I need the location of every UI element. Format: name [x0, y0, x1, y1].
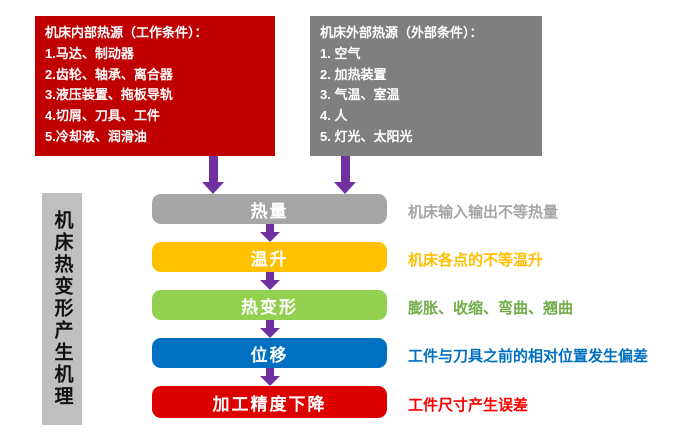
external-heat-source-item: 1. 空气	[320, 45, 361, 61]
internal-heat-source-item: 5.冷却液、润滑油	[45, 128, 147, 144]
down-arrow-icon	[258, 224, 282, 242]
side-title: 机床热变形产生机理	[51, 210, 73, 408]
stage-box-thermal-deformation: 热变形	[152, 290, 387, 320]
down-arrow-icon	[258, 320, 282, 338]
arrow-shaft	[340, 156, 350, 182]
external-heat-source-title: 机床外部热源（外部条件）：	[320, 25, 483, 40]
stage-box-accuracy-drop: 加工精度下降	[152, 386, 387, 418]
arrow-shaft	[208, 156, 218, 182]
stage-annotation: 机床各点的不等温升	[408, 252, 544, 269]
stage-label: 加工精度下降	[212, 394, 327, 414]
internal-heat-source-title: 机床内部热源（工作条件）：	[45, 25, 208, 40]
stage-label: 温升	[250, 249, 289, 269]
stage-annotation: 机床输入输出不等热量	[408, 204, 559, 221]
stage-box-heat: 热量	[152, 194, 387, 224]
internal-heat-source-item: 3.液压装置、拖板导轨	[45, 87, 173, 103]
stage-box-displacement: 位移	[152, 338, 387, 368]
internal-heat-source-item: 1.马达、制动器	[45, 45, 134, 61]
arrow-head	[334, 182, 356, 194]
stage-annotation: 工件尺寸产生误差	[408, 397, 529, 414]
external-heat-source-item: 4. 人	[320, 108, 348, 124]
arrow-head	[260, 328, 280, 338]
internal-heat-source-item: 2.齿轮、轴承、离合器	[45, 66, 173, 82]
down-arrow-icon	[258, 368, 282, 386]
down-arrow-icon	[333, 156, 357, 194]
arrow-shaft	[266, 224, 274, 232]
arrow-head	[202, 182, 224, 194]
stage-label: 热变形	[241, 297, 298, 317]
internal-heat-source-box: 机床内部热源（工作条件）： 1.马达、制动器 2.齿轮、轴承、离合器 3.液压装…	[35, 16, 275, 156]
stage-label: 热量	[250, 201, 289, 221]
arrow-shaft	[266, 320, 274, 328]
down-arrow-icon	[258, 272, 282, 290]
external-heat-source-item: 2. 加热装置	[320, 66, 387, 82]
arrow-shaft	[266, 272, 274, 280]
arrow-shaft	[266, 368, 274, 376]
external-heat-source-box: 机床外部热源（外部条件）： 1. 空气 2. 加热装置 3. 气温、室温 4. …	[310, 16, 542, 156]
stage-box-temperature-rise: 温升	[152, 242, 387, 272]
external-heat-source-item: 3. 气温、室温	[320, 87, 400, 103]
side-title-bar: 机床热变形产生机理	[42, 193, 82, 425]
arrow-head	[260, 232, 280, 242]
external-heat-source-item: 5. 灯光、太阳光	[320, 128, 413, 144]
stage-label: 位移	[250, 345, 289, 365]
internal-heat-source-item: 4.切屑、刀具、工件	[45, 108, 160, 124]
arrow-head	[260, 280, 280, 290]
down-arrow-icon	[201, 156, 225, 194]
stage-annotation: 膨胀、收缩、弯曲、翘曲	[408, 300, 574, 317]
stage-annotation: 工件与刀具之前的相对位置发生偏差	[408, 348, 649, 365]
arrow-head	[260, 376, 280, 386]
